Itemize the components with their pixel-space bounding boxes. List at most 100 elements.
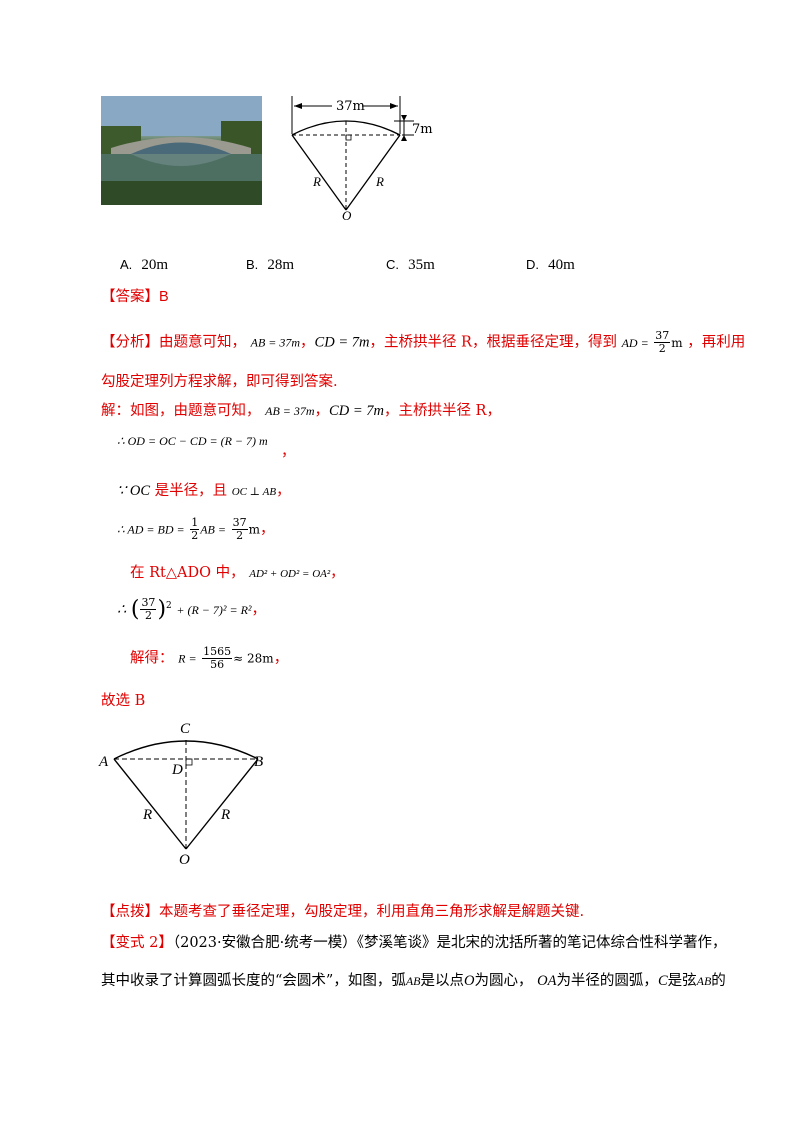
answer-line: 【答案】B: [101, 287, 169, 307]
arc-diagram: [113, 740, 259, 850]
ad-lhs: AD =: [621, 335, 649, 350]
fig2-label-r-right: R: [221, 807, 231, 823]
choice-letter: B.: [246, 257, 259, 272]
bridge-photo: [101, 96, 262, 205]
choice-letter: C.: [386, 257, 399, 272]
sol6-paren-close: ): [157, 596, 167, 622]
variant-text-d: 为半径的圆弧，: [556, 973, 658, 989]
sol1-cd: CD = 7m: [329, 403, 384, 419]
sol4-frac1-den: 2: [191, 529, 199, 542]
sol4-lhs: ∴ AD = BD =: [117, 522, 185, 537]
sol4-ab: AB =: [200, 522, 226, 537]
fig1-width-label: 37m: [336, 99, 365, 114]
sol7-text: 解得：: [130, 650, 174, 667]
sol3-perp: OC ⊥ AB: [231, 486, 277, 498]
sol7-comma: ，: [273, 650, 289, 667]
analysis-sep: ，: [300, 334, 315, 351]
variant-c: C: [657, 973, 668, 989]
sol7-frac-den: 56: [210, 658, 225, 671]
sol2-text: ∴ OD = OC − CD = (R − 7) m: [117, 434, 268, 448]
analysis-label: 【分析】: [101, 334, 159, 351]
sol1-sep: ，: [314, 403, 330, 419]
fig1-r-right: R: [376, 174, 384, 189]
sol5-equation: AD² + OD² = OA²: [249, 568, 331, 580]
variant-o: O: [464, 973, 475, 989]
sol6-frac-num: 37: [140, 596, 157, 611]
variant-ab2: AB: [696, 974, 712, 988]
tip-label: 【点拨】: [101, 904, 159, 920]
variant-ab: AB: [405, 974, 421, 988]
choice-value: 20m: [141, 257, 169, 273]
fig1-r-left: R: [313, 174, 321, 189]
bridge-photo-detail: [101, 96, 262, 205]
choice-b[interactable]: B. 28m: [246, 254, 294, 274]
choice-value: 28m: [267, 257, 295, 273]
fig2-label-d: D: [172, 762, 183, 778]
variant-text-b: 是以点: [420, 973, 465, 989]
fig1-height-label: 7m: [412, 122, 433, 137]
choice-a[interactable]: A. 20m: [120, 254, 168, 274]
choice-value: 40m: [548, 257, 575, 273]
sol6-comma: ，: [251, 601, 267, 618]
variant-text-e: 是弦: [667, 973, 697, 989]
fig2-label-a: A: [99, 754, 109, 770]
sol4-frac1-num: 1: [190, 516, 200, 530]
choice-letter: D.: [526, 257, 539, 272]
sol5-comma: ，: [330, 565, 345, 581]
fig2-label-o: O: [179, 852, 190, 868]
variant-line2: 其中收录了计算圆弧长度的“会圆术”，如图，弧AB是以点O为圆心， OA为半径的圆…: [101, 971, 726, 991]
choice-letter: A.: [120, 257, 133, 272]
sol6-frac-den: 2: [144, 609, 152, 623]
analysis-cd: CD = 7m: [314, 334, 370, 351]
sol3-oc: ∵ OC: [117, 483, 150, 499]
variant-text-c: 为圆心，: [474, 973, 533, 989]
variant-text-a: 其中收录了计算圆弧长度的“会圆术”，如图，弧: [101, 973, 406, 989]
choice-d[interactable]: D. 40m: [526, 254, 575, 274]
answer-value: B: [159, 289, 169, 305]
variant-text-f: 的: [711, 973, 726, 989]
sol7-approx: ≈ 28m: [233, 651, 274, 666]
sol1-text-b: ，主桥拱半径 R，: [383, 403, 501, 419]
sol4-unit: m: [248, 522, 260, 537]
sol4-comma: ，: [259, 521, 275, 538]
sol1-ab: AB = 37m: [265, 404, 315, 418]
fig2-label-c: C: [180, 721, 191, 737]
sol6-therefore: ∴: [117, 601, 127, 618]
sol6-paren-open: (: [130, 596, 140, 622]
variant-line1: 【变式 2】（2023·安徽合肥·统考一模）《梦溪笔谈》是北宋的沈括所著的笔记体…: [101, 933, 726, 953]
sol7-frac-num: 1565: [202, 645, 233, 659]
sol4-frac2-num: 37: [231, 516, 248, 530]
tip-text: 本题考查了垂径定理，勾股定理，利用直角三角形求解是解题关键.: [159, 904, 585, 920]
bridge-arch-diagram: [291, 96, 414, 211]
solution-line3: ∵ OC 是半径，且 OC ⊥ AB，: [117, 481, 291, 502]
ad-num: 37: [654, 329, 671, 343]
variant-oa: OA: [537, 973, 557, 989]
solution-line1: 解：如图，由题意可知， AB = 37m，CD = 7m，主桥拱半径 R，: [101, 401, 501, 421]
sol3-comma: ，: [276, 483, 291, 499]
solution-line5: 在 Rt△ADO 中， AD² + OD² = OA²，: [130, 563, 345, 584]
analysis-line2: 勾股定理列方程求解，即可得到答案.: [101, 374, 338, 390]
ad-unit: m: [671, 335, 683, 350]
choice-value: 35m: [408, 257, 435, 273]
choice-c[interactable]: C. 35m: [386, 254, 435, 274]
sol7-lhs: R =: [178, 651, 197, 666]
answer-label: 【答案】: [101, 289, 159, 305]
solution-line2-comma: ，: [281, 444, 296, 460]
sol4-frac2-den: 2: [236, 529, 244, 542]
ad-den: 2: [658, 342, 666, 355]
sol3-text: 是半径，且: [150, 483, 232, 499]
sol1-text-a: 解：如图，由题意可知，: [101, 403, 261, 419]
variant-label: 【变式 2】: [101, 935, 173, 951]
sol6-sup: 2: [166, 601, 172, 611]
fig2-label-b: B: [254, 754, 264, 770]
sol5-text: 在 Rt△ADO 中，: [130, 565, 245, 581]
analysis-text-2: ，主桥拱半径 R，根据垂径定理，得到: [369, 334, 617, 351]
